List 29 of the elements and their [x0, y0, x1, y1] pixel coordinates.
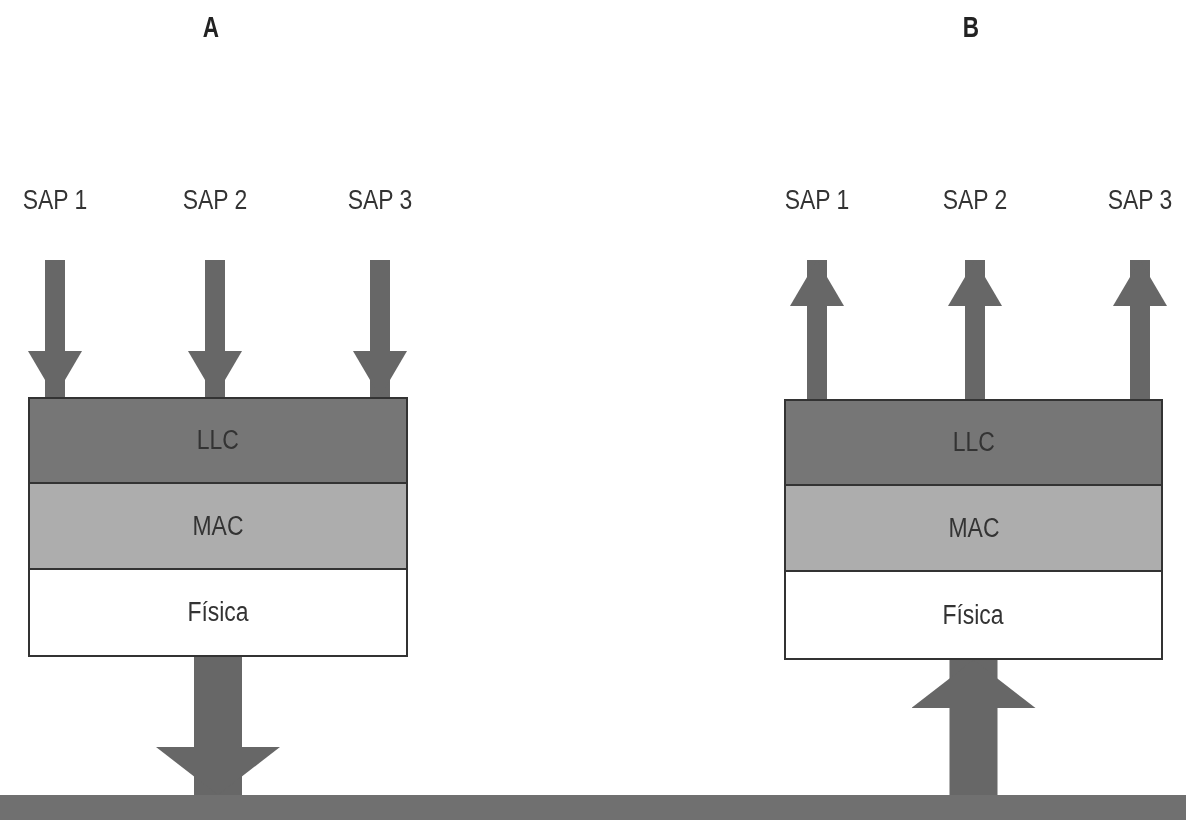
block-arrow: [156, 657, 280, 795]
block-arrow: [353, 260, 407, 397]
panel-label: A: [202, 10, 219, 44]
layer-label: LLC: [196, 425, 240, 456]
layer-label: Física: [942, 599, 1005, 631]
sap-label: SAP 2: [942, 185, 1008, 216]
layer-box: [28, 397, 408, 484]
layer-box: [28, 570, 408, 657]
sap-label: SAP 1: [784, 185, 850, 216]
panel-label: B: [962, 10, 979, 44]
layer-label: MAC: [948, 512, 999, 544]
block-arrow: [911, 660, 1036, 795]
sap-label: SAP 2: [182, 185, 248, 216]
sap-label: SAP 1: [22, 185, 88, 216]
layer-label: MAC: [192, 510, 244, 542]
layer-box: [784, 399, 1163, 486]
medium-bar: [0, 795, 1186, 820]
block-arrow: [948, 260, 1002, 399]
sap-label: SAP 3: [1107, 185, 1173, 216]
layer-box: [784, 572, 1163, 660]
sap-label: SAP 3: [347, 185, 413, 216]
block-arrow: [28, 260, 82, 397]
layer-label: LLC: [952, 427, 995, 458]
layer-box: [28, 484, 408, 570]
block-arrow: [790, 260, 844, 399]
block-arrow: [188, 260, 242, 397]
layer-label: Física: [187, 597, 249, 628]
layer-box: [784, 486, 1163, 572]
block-arrow: [1113, 260, 1167, 399]
